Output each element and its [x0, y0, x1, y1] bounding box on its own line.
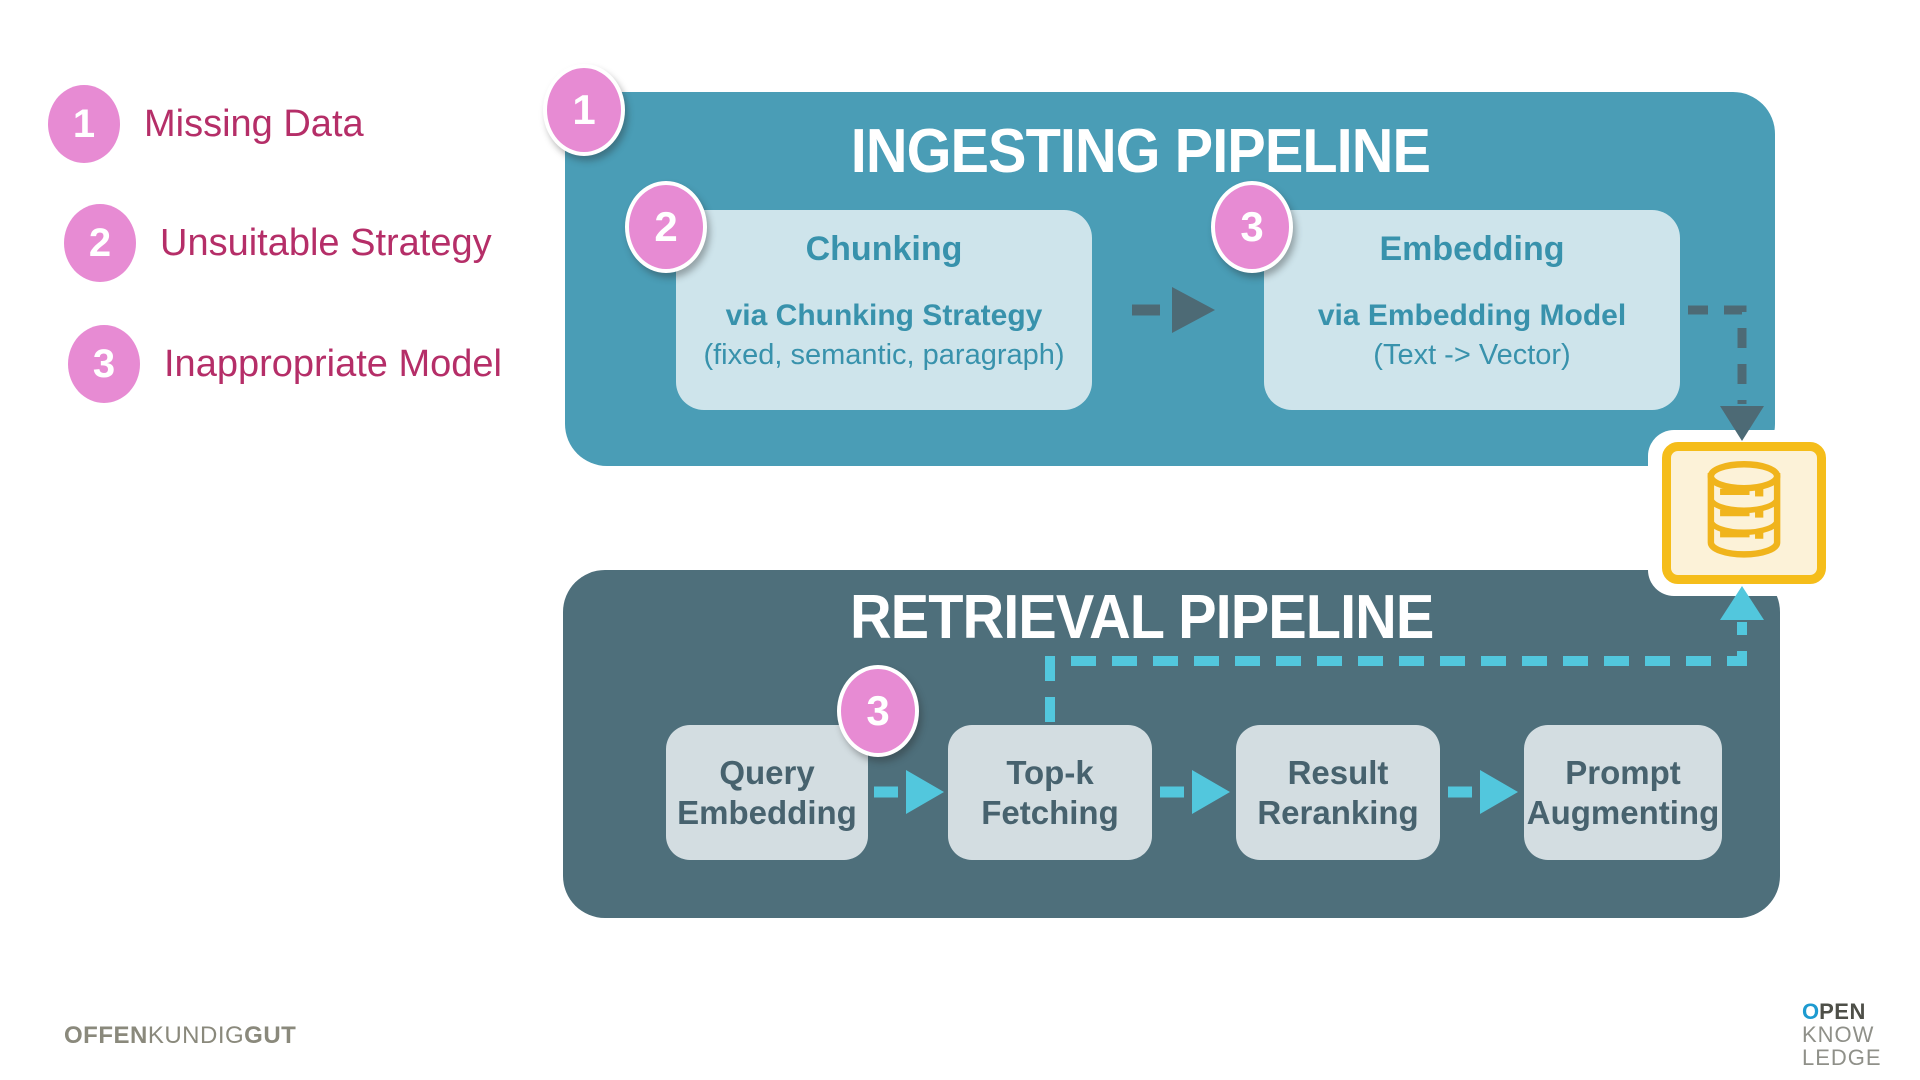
legend-item-1: 1 Missing Data — [48, 85, 364, 163]
badge-query-embedding-3: 3 — [837, 665, 919, 757]
legend-label-inappropriate-model: Inappropriate Model — [164, 342, 502, 385]
logo-know: KNOW — [1802, 1022, 1875, 1047]
legend-label-unsuitable-strategy: Unsuitable Strategy — [160, 221, 492, 264]
ingesting-pipeline-title: INGESTING PIPELINE — [850, 117, 1430, 186]
legend-number-3: 3 — [92, 341, 116, 386]
legend-number-circle-2: 2 — [64, 204, 136, 282]
legend-number-2: 2 — [88, 220, 112, 265]
logo-open-o: O — [1802, 999, 1820, 1024]
badge-ingesting-1: 1 — [543, 64, 625, 156]
logo-gut: GUT — [244, 1022, 297, 1049]
open-knowledge-logo: OPEN KNOW LEDGE — [1802, 1000, 1882, 1069]
ingesting-pipeline-box: INGESTING PIPELINE Chunking via Chunking… — [565, 92, 1775, 466]
legend-item-2: 2 Unsuitable Strategy — [64, 204, 492, 282]
embedding-title: Embedding — [1379, 230, 1565, 268]
result-reranking-box: Result Reranking — [1236, 725, 1440, 860]
vector-database-box — [1662, 442, 1826, 584]
database-icon — [1707, 461, 1781, 558]
legend-number-1: 1 — [72, 101, 96, 146]
badge-embedding-3: 3 — [1211, 181, 1293, 273]
legend-number-circle-1: 1 — [48, 85, 120, 163]
logo-ledge: LEDGE — [1802, 1045, 1882, 1070]
retrieval-pipeline-box: RETRIEVAL PIPELINE Query Embedding Top-k… — [563, 570, 1780, 918]
embedding-model-line: via Embedding Model — [1317, 299, 1627, 332]
legend-label-missing-data: Missing Data — [144, 102, 364, 145]
logo-kundig: KUNDIG — [147, 1022, 245, 1049]
embedding-box: Embedding via Embedding Model (Text -> V… — [1264, 210, 1680, 410]
legend-number-circle-3: 3 — [68, 325, 140, 403]
badge-chunking-2: 2 — [625, 181, 707, 273]
query-embedding-box: Query Embedding — [666, 725, 868, 860]
prompt-augmenting-box: Prompt Augmenting — [1524, 725, 1722, 860]
offenkundiggut-logo: OFFENKUNDIGGUT — [64, 1022, 296, 1050]
chunking-box: Chunking via Chunking Strategy (fixed, s… — [676, 210, 1092, 410]
embedding-vector-line: (Text -> Vector) — [1373, 339, 1571, 371]
logo-open-pen: PEN — [1819, 999, 1866, 1024]
logo-offen: OFFEN — [64, 1022, 148, 1049]
chunking-strategy-line: via Chunking Strategy — [725, 299, 1043, 332]
legend-item-3: 3 Inappropriate Model — [68, 325, 502, 403]
chunking-options-line: (fixed, semantic, paragraph) — [703, 339, 1065, 371]
top-k-fetching-box: Top-k Fetching — [948, 725, 1152, 860]
chunking-title: Chunking — [805, 230, 963, 268]
retrieval-pipeline-title: RETRIEVAL PIPELINE — [849, 583, 1434, 652]
